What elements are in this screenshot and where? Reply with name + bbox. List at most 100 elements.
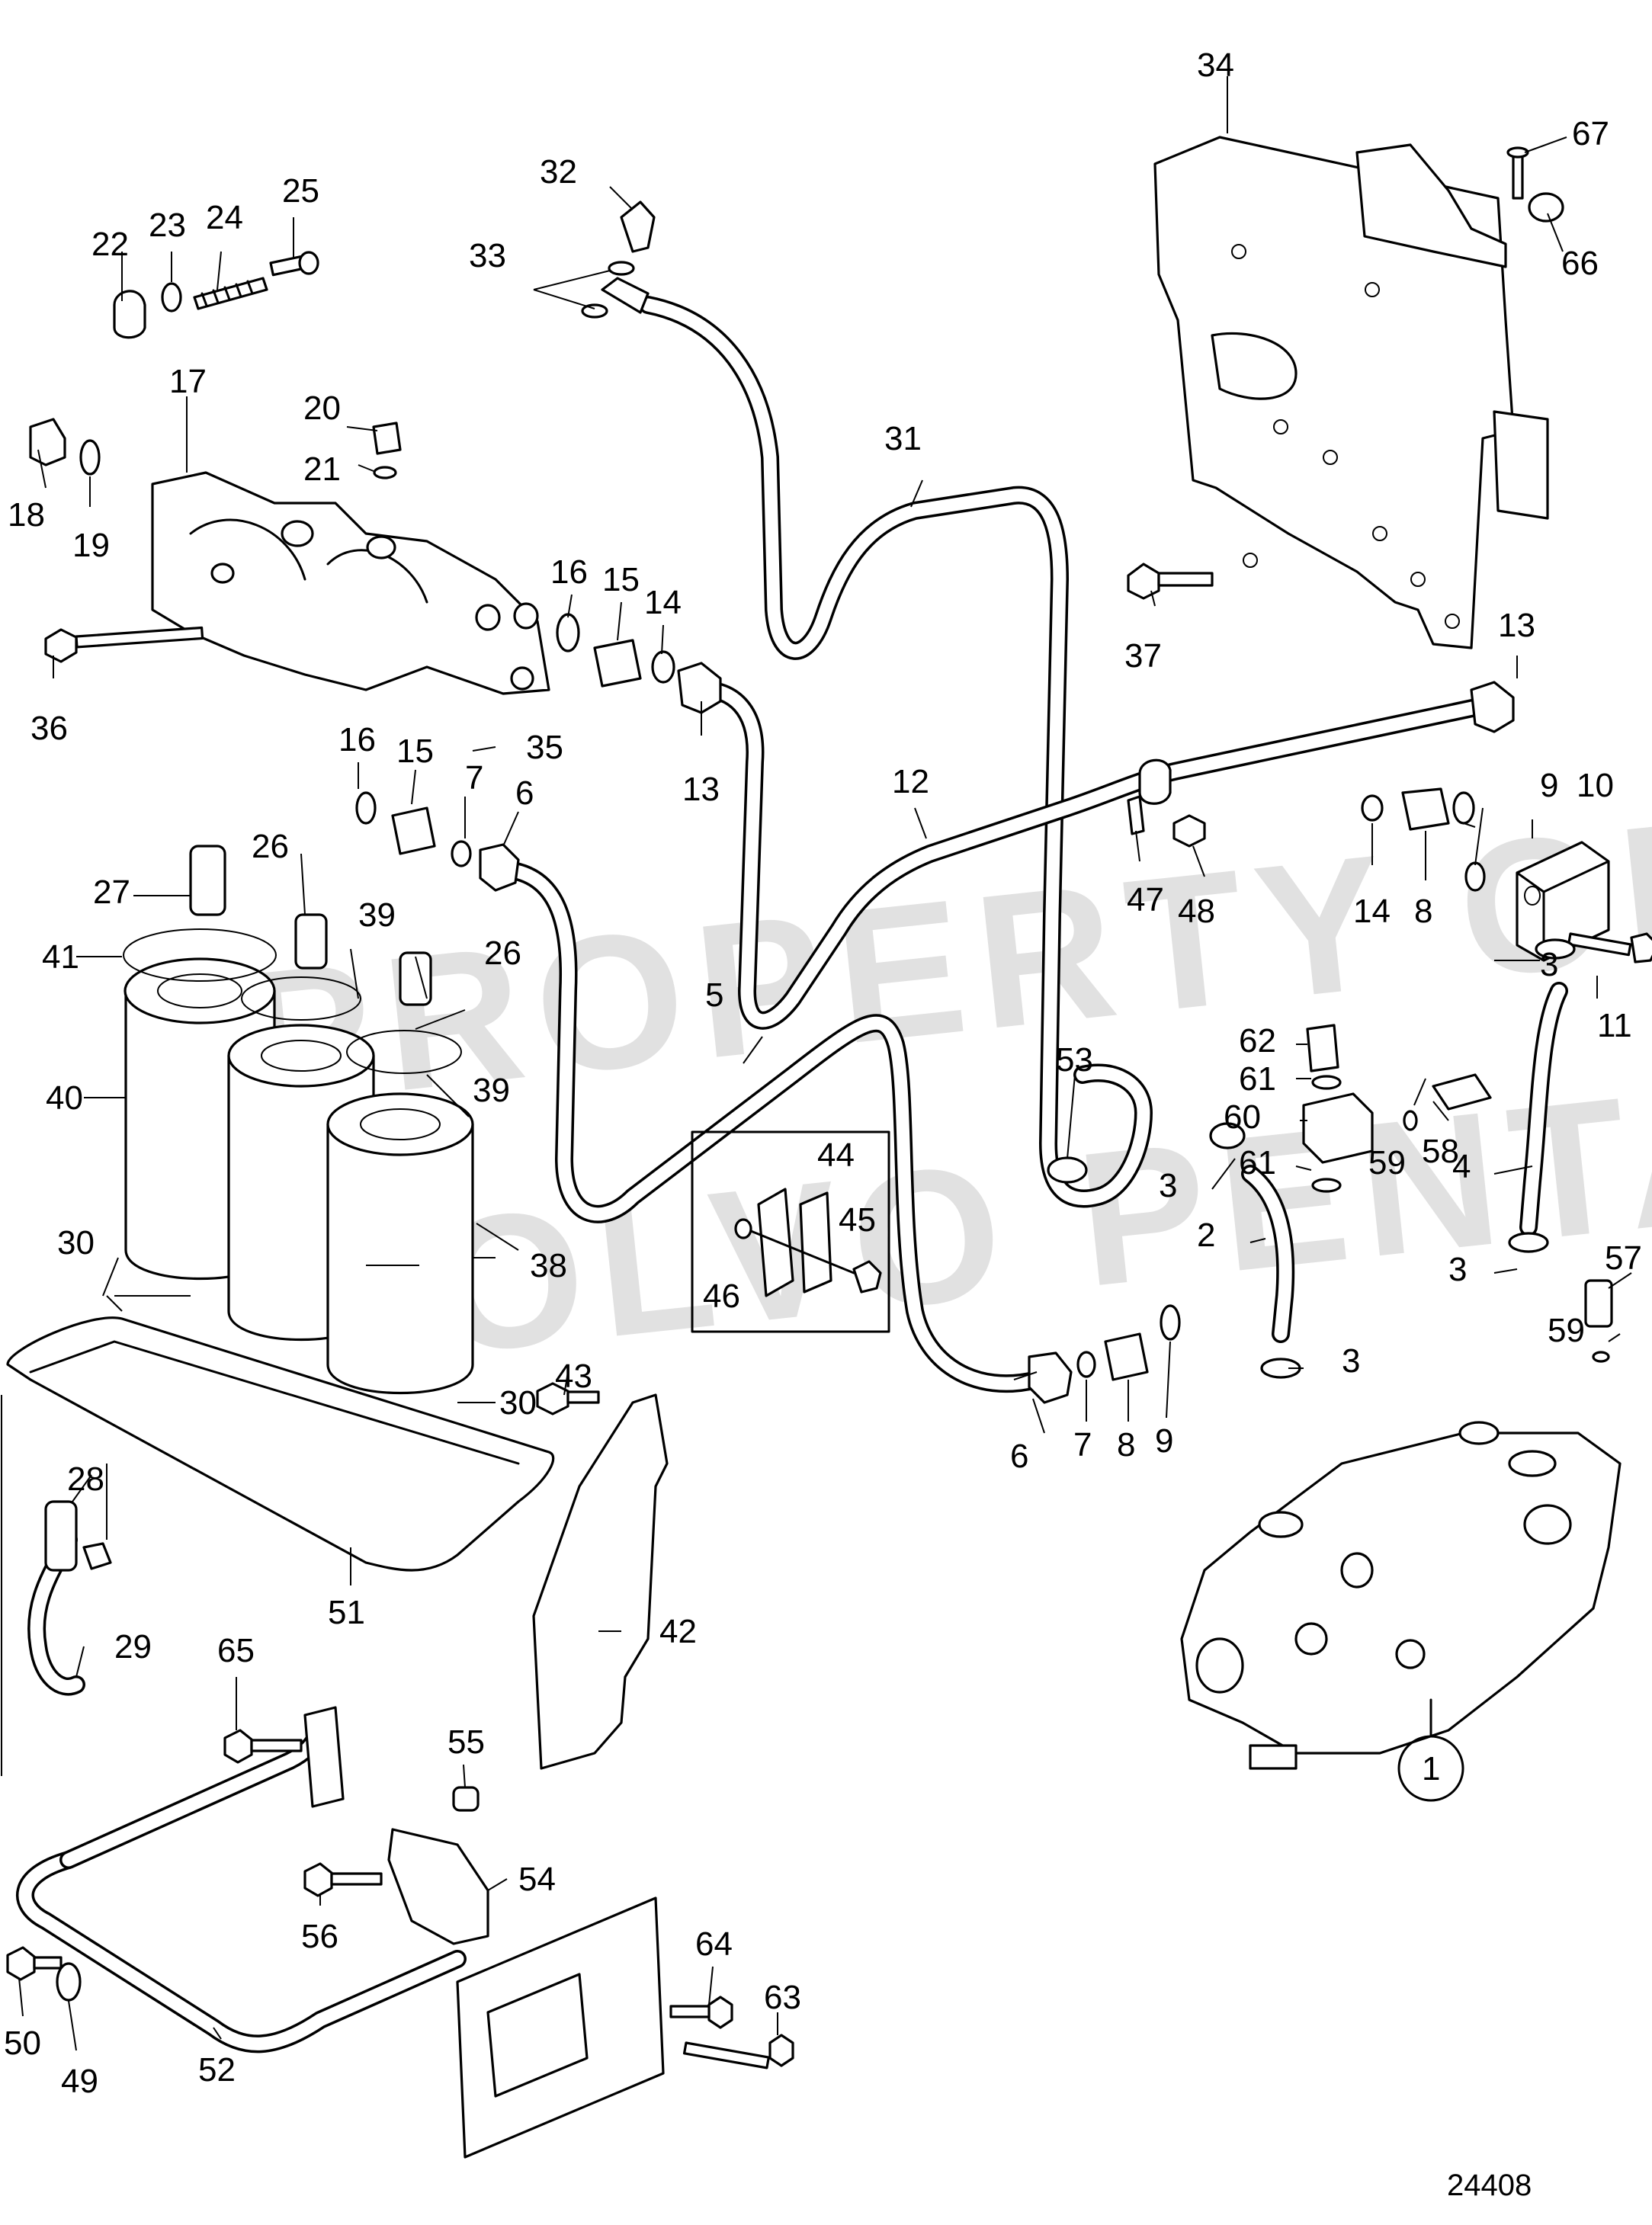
callout-55: 55 (447, 1723, 485, 1761)
callout-8-a: 8 (1117, 1426, 1135, 1464)
callout-3-b: 3 (1342, 1342, 1360, 1380)
bolt-37 (1127, 563, 1214, 600)
hose-29 (27, 1500, 112, 1696)
callout-29: 29 (114, 1628, 152, 1666)
callout-15-b: 15 (396, 733, 434, 770)
union-nut-6-lower (1028, 1351, 1073, 1404)
callout-18: 18 (8, 496, 45, 534)
callout-52: 52 (198, 2051, 236, 2089)
union-nut-13-left (677, 662, 722, 714)
callout-3-d: 3 (1540, 946, 1558, 983)
callout-62: 62 (1239, 1022, 1276, 1060)
callout-46: 46 (703, 1278, 740, 1315)
callout-6-b: 6 (1010, 1438, 1028, 1475)
callout-39-a: 39 (358, 896, 396, 934)
sensor-58-57 (1403, 1073, 1613, 1363)
callout-59-b: 59 (1548, 1312, 1585, 1349)
callout-65: 65 (217, 1632, 255, 1669)
callout-16-a: 16 (550, 553, 588, 591)
callout-28: 28 (67, 1460, 104, 1498)
fittings-8-9-14-right (1361, 787, 1486, 892)
clip-53 (1047, 1156, 1088, 1184)
bolts-misc (6, 1729, 794, 2070)
callout-36: 36 (30, 710, 68, 747)
callout-63: 63 (764, 1979, 801, 2016)
callout-14-a: 14 (644, 584, 682, 621)
callout-23: 23 (149, 207, 186, 244)
callout-42: 42 (659, 1613, 697, 1650)
callout-35: 35 (526, 729, 563, 766)
bracket-frame-52 (16, 1706, 467, 2053)
fittings-7-8-9-lower (1076, 1304, 1181, 1381)
callout-9-b: 9 (1540, 767, 1558, 804)
callout-24: 24 (206, 199, 243, 236)
callout-19: 19 (72, 527, 110, 564)
callout-10: 10 (1577, 767, 1614, 804)
callout-66: 66 (1561, 245, 1599, 282)
drawing-number: 24408 (1447, 2169, 1532, 2202)
callout-34: 34 (1197, 46, 1234, 84)
callout-6-a: 6 (515, 774, 534, 812)
callout-7-b: 7 (1073, 1426, 1092, 1464)
valve-set-22-25 (113, 251, 319, 339)
callout-5: 5 (705, 976, 723, 1014)
callout-13-a: 13 (682, 771, 720, 808)
drip-tray-51 (6, 1316, 555, 1572)
pipe-31 (601, 277, 1153, 1208)
callout-30-b: 30 (499, 1384, 537, 1422)
screw-67-clip-66 (1506, 146, 1564, 223)
callout-3-a: 3 (1159, 1167, 1177, 1204)
callout-67: 67 (1572, 115, 1609, 152)
pipe-12 (685, 680, 1515, 1030)
callout-12: 12 (892, 763, 929, 800)
union-nut-6-upper (479, 843, 520, 892)
callout-22: 22 (91, 226, 129, 263)
callout-51: 51 (328, 1594, 365, 1631)
springs-26-27 (189, 845, 432, 1006)
callout-15-a: 15 (602, 561, 640, 598)
bolt-36 (44, 626, 204, 663)
callout-32: 32 (540, 153, 577, 191)
main-assembly-circle (1397, 1698, 1464, 1802)
callout-26-a: 26 (252, 828, 289, 865)
callout-27: 27 (93, 874, 130, 911)
inset-clip-44-45-46 (691, 1130, 890, 1333)
callout-56: 56 (301, 1918, 338, 1955)
callout-44: 44 (817, 1137, 855, 1174)
callout-30-a: 30 (57, 1224, 95, 1262)
filter-head-17 (151, 471, 550, 695)
hose-2 (1209, 1122, 1301, 1379)
callout-14-b: 14 (1353, 893, 1391, 930)
callout-11: 11 (1597, 1007, 1632, 1044)
callout-33: 33 (469, 237, 506, 274)
clamp-47-bolt-48 (1127, 795, 1206, 848)
bleed-screw-20 (372, 422, 402, 479)
callout-57: 57 (1605, 1239, 1642, 1277)
callout-17: 17 (169, 363, 207, 400)
callout-8-b: 8 (1414, 893, 1432, 930)
callout-25: 25 (282, 172, 319, 210)
callout-45: 45 (839, 1201, 876, 1239)
callout-labels: 1 2 3 3 3 3 4 5 6 6 7 7 8 8 9 9 10 11 12… (4, 46, 1642, 2100)
hose-4 (1508, 938, 1576, 1253)
callout-9-a: 9 (1155, 1422, 1173, 1460)
callout-4: 4 (1452, 1148, 1471, 1185)
callout-64: 64 (695, 1925, 733, 1963)
bracket-54 (387, 1786, 489, 1945)
callout-61-b: 61 (1239, 1144, 1276, 1181)
callout-39-b: 39 (473, 1072, 510, 1109)
callout-21: 21 (303, 450, 341, 488)
callout-26-b: 26 (484, 935, 521, 972)
callout-7-a: 7 (465, 759, 483, 797)
callout-54: 54 (518, 1861, 556, 1898)
bracket-42 (532, 1393, 669, 1770)
mounting-plate-52 (456, 1896, 665, 2159)
seal-rings-39-41 (123, 928, 462, 1074)
adapter-60-bolt-62 (1302, 1024, 1374, 1193)
callout-1: 1 (1422, 1750, 1440, 1787)
callout-2: 2 (1197, 1217, 1215, 1254)
callout-58: 58 (1422, 1133, 1459, 1170)
fittings-7-15-16-middle (355, 791, 472, 867)
filter-38-b (326, 1092, 474, 1395)
